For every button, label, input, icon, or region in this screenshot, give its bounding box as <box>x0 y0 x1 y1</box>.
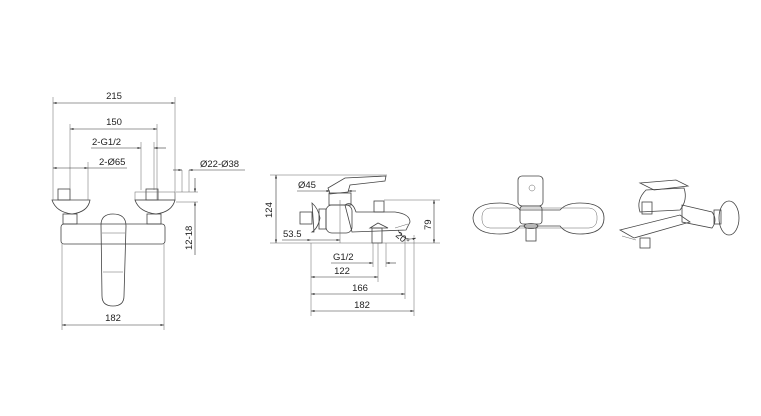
dim-label-g12: 2-G1/2 <box>92 137 121 148</box>
dim-label-215: 215 <box>106 91 122 102</box>
dim-label-65: 2-Ø65 <box>99 157 125 168</box>
dim-label-45: Ø45 <box>298 180 316 191</box>
dim-label-22-38: Ø22-Ø38 <box>200 159 239 170</box>
dim-label-79: 79 <box>423 219 434 230</box>
dim-label-124: 124 <box>264 202 275 218</box>
dim-label-g12-side: G1/2 <box>333 252 354 263</box>
dim-arc-20 <box>397 229 417 241</box>
dim-label-122: 122 <box>334 266 350 277</box>
front-perspective-sketch <box>472 175 605 242</box>
dim-label-182-front: 182 <box>105 313 121 324</box>
dim-label-166: 166 <box>352 283 368 294</box>
dim-label-182-side: 182 <box>354 300 370 311</box>
side-perspective-sketch <box>618 179 740 249</box>
dim-label-53-5: 53.5 <box>283 229 302 240</box>
front-view: 215 150 2-G1/2 2-Ø65 Ø22-Ø38 12-18 182 <box>51 91 245 330</box>
dim-label-20: 20° <box>393 230 411 248</box>
side-view: 124 Ø45 53.5 79 20° G1/2 122 166 182 <box>264 174 440 316</box>
dim-label-150: 150 <box>106 117 122 128</box>
side-extension-lines <box>270 174 440 316</box>
front-faucet-outline <box>51 188 176 307</box>
front-extension-lines <box>52 97 198 330</box>
dim-label-12-18: 12-18 <box>184 226 195 250</box>
side-faucet-outline <box>299 175 411 244</box>
